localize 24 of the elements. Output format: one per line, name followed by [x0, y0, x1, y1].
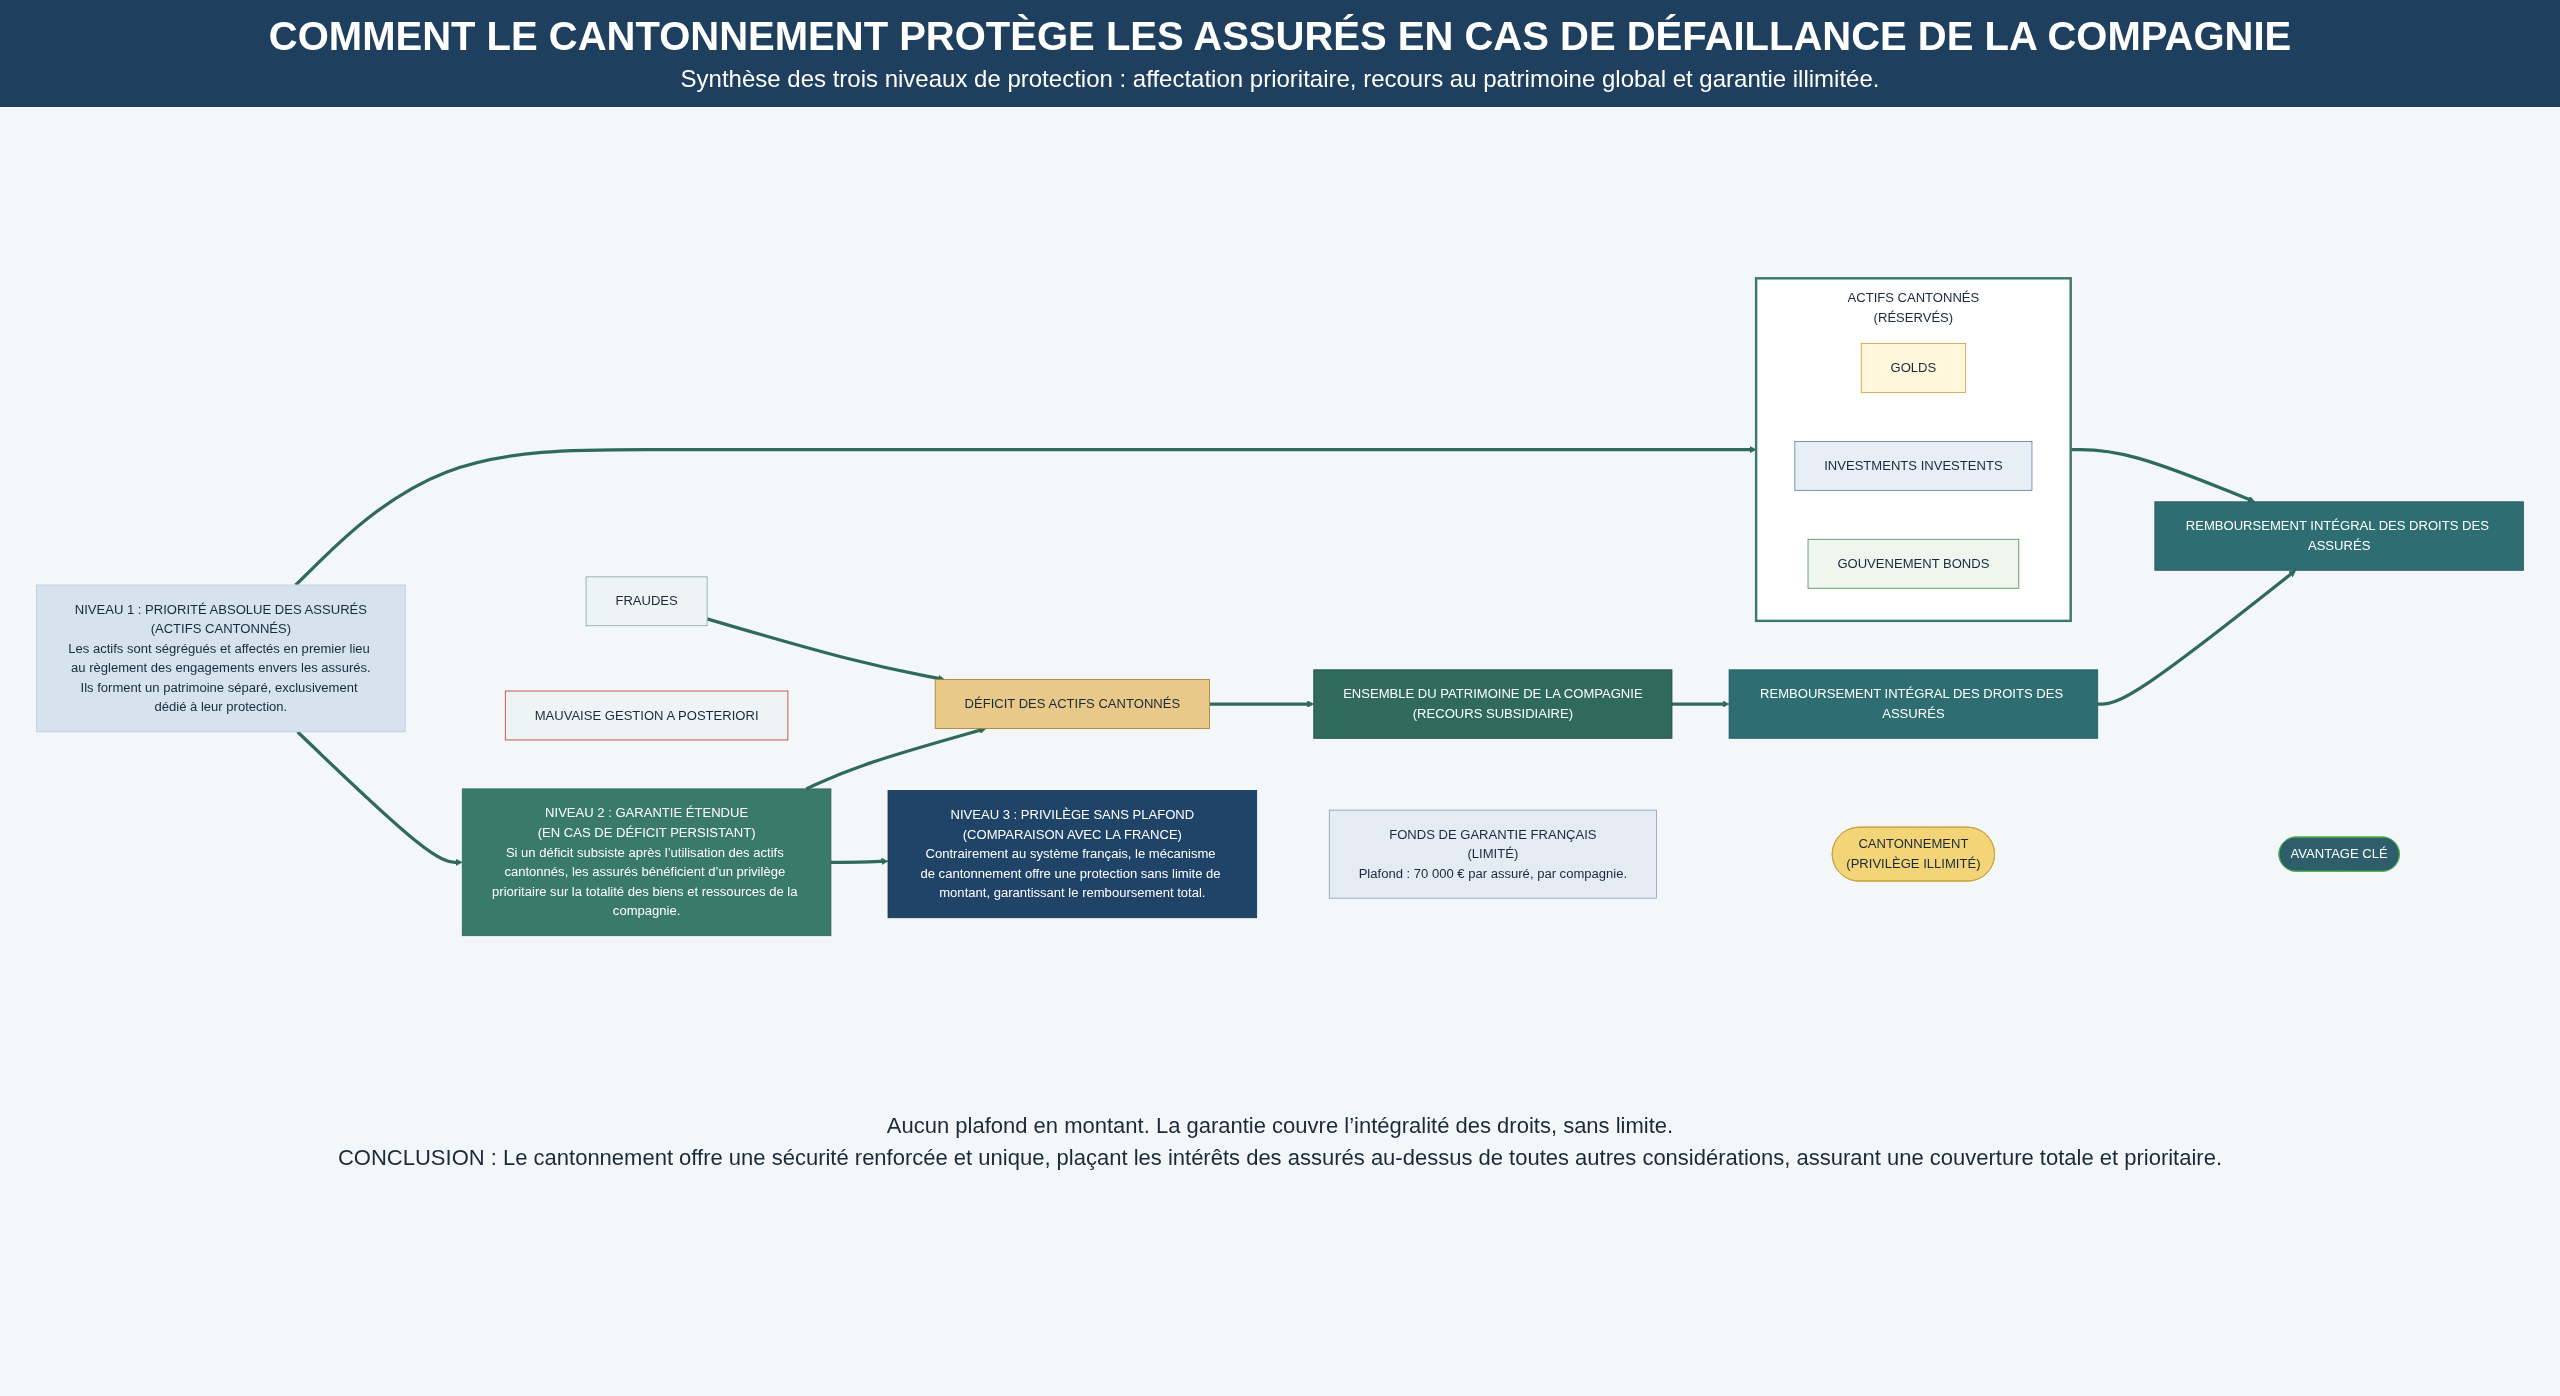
- conclusion-text: CONCLUSION : Le cantonnement offre une sécurité renforcée et unique, plaçant les intérêts des assurés au-dessus de toutes autres considérations, assurant une couverture totale et prioritaire.: [336, 1145, 2224, 1171]
- node-box: FONDS DE GARANTIE FRANÇAIS (LIMITÉ) Plafond : 70 000 € par assuré, par compagnie.: [1328, 809, 1657, 899]
- node-box: ENSEMBLE DU PATRIMOINE DE LA COMPAGNIE (RECOURS SUBSIDIAIRE): [1313, 669, 1673, 739]
- node-box: MAUVAISE GESTION A POSTERIORI: [504, 690, 789, 741]
- note-text: Aucun plafond en montant. La garantie couvre l’intégralité des droits, sans limite.: [885, 1113, 1675, 1139]
- node-box: NIVEAU 1 : PRIORITÉ ABSOLUE DES ASSURÉS (ACTIFS CANTONNÉS) Les actifs sont ségrégués et affectés en premier lieu au règlement des engagements envers les assurés. Ils forment un patrimoine séparé, exclusivement dédié à leur protection.: [36, 584, 406, 733]
- arrow: [830, 857, 889, 866]
- node-box: NIVEAU 3 : PRIVILÈGE SANS PLAFOND (COMPARAISON AVEC LA FRANCE) Contrairement au système français, le mécanisme de cantonnement offre une protection sans limite de montant, garantissant le remboursement total.: [887, 790, 1258, 919]
- arrow: [2070, 447, 2256, 503]
- arrow: [296, 730, 463, 866]
- title: COMMENT LE CANTONNEMENT PROTÈGE LES ASSURÉS EN CAS DE DÉFAILLANCE DE LA COMPAGNIE: [267, 14, 2293, 59]
- node-box: NIVEAU 2 : GARANTIE ÉTENDUE (EN CAS DE DÉFICIT PERSISTANT) Si un déficit subsiste après l’utilisation des actifs cantonnés, les assurés bénéficient d’un privilège prioritaire sur la totalité des biens et ressources de la compagnie.: [461, 788, 832, 937]
- node-box: GOLDS: [1860, 343, 1966, 393]
- node-box: DÉFICIT DES ACTIFS CANTONNÉS: [934, 679, 1210, 729]
- node-box: FRAUDES: [585, 576, 708, 627]
- node-box: REMBOURSEMENT INTÉGRAL DES DROITS DES ASSURÉS: [1728, 669, 2099, 739]
- node-box: INVESTMENTS INVESTENTS: [1794, 441, 2033, 491]
- arrow: [1672, 700, 1730, 708]
- arrow: [1209, 700, 1315, 708]
- arrow: [2097, 569, 2297, 706]
- node-box: GOUVENEMENT BONDS: [1807, 538, 2020, 589]
- arrow: [706, 617, 945, 682]
- node-box: REMBOURSEMENT INTÉGRAL DES DROITS DES ASSURÉS: [2154, 501, 2524, 571]
- subtitle: Synthèse des trois niveaux de protection : affectation prioritaire, recours au patrimoine global et garantie illimitée.: [679, 65, 1881, 93]
